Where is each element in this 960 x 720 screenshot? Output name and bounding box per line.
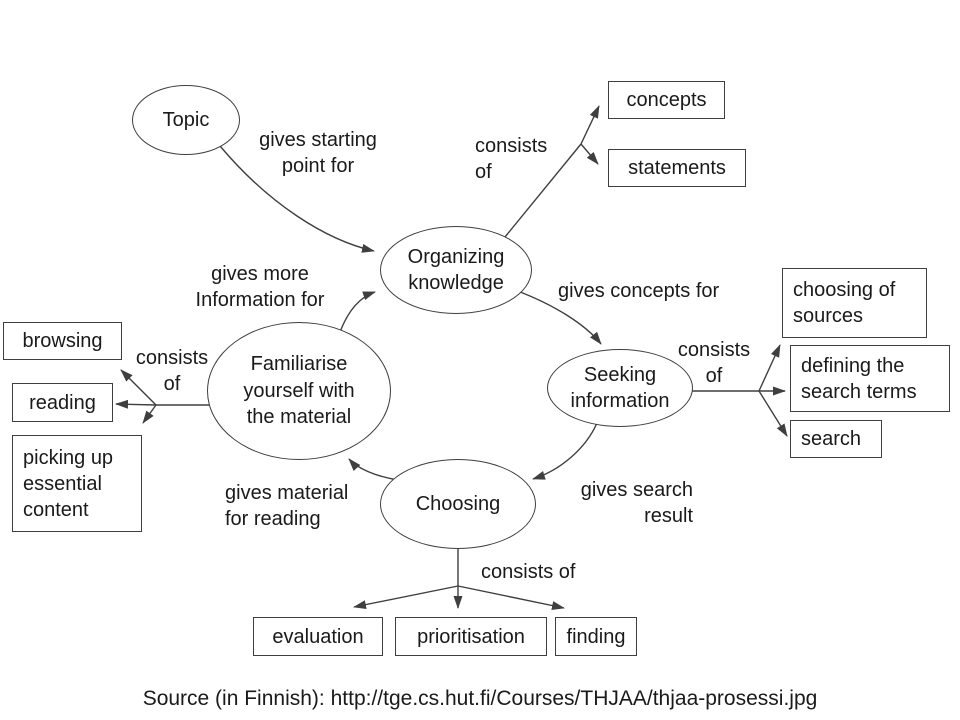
edge-seeking-to-choosing (532, 422, 598, 480)
edge-label-consists-of-bottom: consists of (481, 561, 576, 583)
box-concepts-label: concepts (626, 89, 707, 111)
box-prioritisation: prioritisation (395, 617, 547, 656)
edge-branch-to-reading (115, 399, 157, 409)
box-browsing-label: browsing (22, 330, 103, 352)
edge-organizing-to-seeking (514, 289, 602, 345)
source-note: Source (in Finnish): http://tge.cs.hut.f… (142, 687, 818, 710)
box-statements-label: statements (628, 157, 726, 179)
edge-branch-to-concepts (580, 105, 600, 145)
node-choosing: Choosing (380, 459, 536, 549)
edge-label-gives-starting-point-for: gives starting point for (259, 129, 377, 178)
node-seeking-information-label: Seeking information (570, 363, 670, 412)
edge-label-consists-of-top: consists of (475, 135, 548, 184)
edge-branch-to-picking (142, 404, 157, 424)
box-search-label: search (801, 428, 862, 450)
edge-label-consists-of-left: consists of (135, 347, 209, 396)
box-statements: statements (608, 149, 746, 187)
edge-organizing-to-branch-top (504, 143, 582, 238)
edge-label-gives-search-result: gives search result (580, 479, 693, 528)
edge-branch-to-choosing-sources (758, 344, 781, 392)
box-choosing-of-sources-label: choosing of sources (793, 279, 896, 327)
box-browsing: browsing (3, 322, 122, 360)
box-picking-up-essential-content: picking up essential content (12, 435, 142, 532)
node-choosing-label: Choosing (415, 492, 501, 515)
box-reading: reading (12, 383, 113, 422)
edge-label-consists-of-right: consists of (677, 339, 751, 388)
edge-topic-to-organizing (219, 145, 375, 253)
box-concepts: concepts (608, 81, 725, 119)
node-organizing-knowledge-label: Organizing knowledge (407, 245, 505, 294)
box-defining-search-terms: defining the search terms (790, 345, 950, 412)
box-evaluation-label: evaluation (272, 625, 364, 648)
box-reading-label: reading (29, 391, 96, 414)
box-picking-up-essential-content-label: picking up essential content (23, 446, 114, 521)
node-topic: Topic (132, 85, 240, 155)
edge-branch-to-finding (457, 585, 565, 610)
node-familiarise-material-label: Familiarise yourself with the material (243, 353, 355, 429)
edge-branch-to-browsing (120, 369, 157, 406)
edge-familiarise-to-organizing (339, 291, 376, 333)
box-defining-search-terms-label: defining the search terms (801, 354, 917, 403)
edge-branch-to-statements (580, 143, 599, 165)
box-search: search (790, 420, 882, 458)
box-finding: finding (555, 617, 637, 656)
node-familiarise-material: Familiarise yourself with the material (207, 322, 391, 460)
box-prioritisation-label: prioritisation (417, 625, 525, 648)
edge-choosing-to-familiarise (348, 458, 399, 481)
box-choosing-of-sources: choosing of sources (782, 268, 927, 338)
edge-label-gives-material-for-reading: gives material for reading (225, 482, 349, 531)
edge-label-gives-concepts-for: gives concepts for (558, 280, 720, 302)
box-evaluation: evaluation (253, 617, 383, 656)
edge-label-gives-more-information-for: gives more Information for (195, 263, 325, 312)
edge-branch-to-evaluation (353, 585, 459, 610)
node-topic-label: Topic (162, 108, 210, 131)
node-seeking-information: Seeking information (547, 349, 693, 427)
edge-branch-to-search (758, 390, 788, 437)
box-finding-label: finding (566, 625, 626, 648)
node-organizing-knowledge: Organizing knowledge (380, 226, 532, 314)
